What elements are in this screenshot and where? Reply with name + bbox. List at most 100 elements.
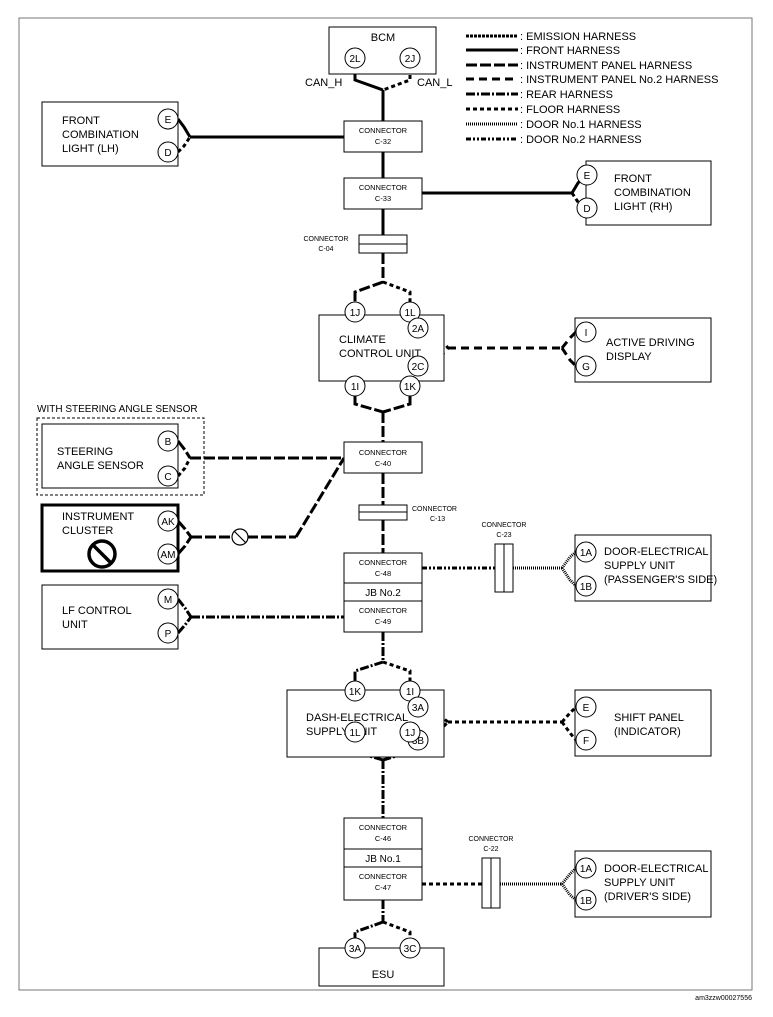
esu-pin-3a-label: 3A xyxy=(349,944,362,955)
climate-pin-1j-label: 1J xyxy=(350,308,361,319)
front-light-rh-pin-e xyxy=(576,164,598,186)
wire-climate-top-1j xyxy=(353,280,384,302)
connector-c33-code: C-33 xyxy=(375,194,391,203)
climate-line2: CONTROL UNIT xyxy=(339,348,421,360)
instrument-pin-am-label: AM xyxy=(161,550,176,561)
active-driving-pin-i xyxy=(575,321,597,343)
dash-esu-pin-1l-label: 1L xyxy=(349,728,361,739)
door-drv-line1: DOOR-ELECTRICAL xyxy=(604,863,709,875)
connector-c49 xyxy=(343,600,423,633)
legend-label-rear: : REAR HARNESS xyxy=(520,89,613,101)
legend-label-front: : FRONT HARNESS xyxy=(520,45,620,57)
door-pass-line3: (PASSENGER'S SIDE) xyxy=(604,574,717,586)
dash-esu-pin-1k-label: 1K xyxy=(349,687,362,698)
wires xyxy=(176,68,587,940)
connector-c13-code: C-13 xyxy=(430,516,445,523)
dash-esu-pin-1j-label: 1J xyxy=(405,728,416,739)
esu-box xyxy=(318,947,445,987)
wire-adisplay-g xyxy=(560,347,578,368)
wire-adisplay-i xyxy=(560,330,578,349)
shift-panel-pin-e-label: E xyxy=(583,703,590,714)
connector-c33-label: CONNECTOR xyxy=(359,183,408,192)
connector-c47-code: C-47 xyxy=(375,883,391,892)
dash-esu-line1: DASH-ELECTRICAL xyxy=(306,712,408,724)
front-light-rh-line1: FRONT xyxy=(614,173,652,185)
bcm-box xyxy=(328,26,437,75)
document-id: am3zzw00027556 xyxy=(695,995,752,1002)
connector-c33 xyxy=(343,177,423,210)
bcm-pin-2j xyxy=(399,47,421,69)
connector-c23-code: C-23 xyxy=(496,532,511,539)
legend-label-door2: : DOOR No.2 HARNESS xyxy=(520,134,642,146)
door-drv-line2: SUPPLY UNIT xyxy=(604,877,675,889)
dash-esu-pin-3a-label: 3A xyxy=(412,703,425,714)
bcm-label: BCM xyxy=(371,32,395,44)
door-pass-line2: SUPPLY UNIT xyxy=(604,560,675,572)
shift-panel-pin-e xyxy=(575,696,597,718)
front-light-lh-line1: FRONT xyxy=(62,115,100,127)
connector-c40-label: CONNECTOR xyxy=(359,448,408,457)
lf-control-pin-p xyxy=(157,622,179,644)
connector-c40-code: C-40 xyxy=(375,459,391,468)
front-light-lh-pin-e-label: E xyxy=(165,115,172,126)
lf-control-pin-m-label: M xyxy=(164,595,172,606)
climate-pin-1l-label: 1L xyxy=(404,308,416,319)
lf-control-line1: LF CONTROL xyxy=(62,605,132,617)
door-pass-line1: DOOR-ELECTRICAL xyxy=(604,546,709,558)
front-light-lh-line2: COMBINATION xyxy=(62,129,139,141)
legend xyxy=(466,34,518,141)
front-light-lh-pin-e xyxy=(157,108,179,130)
instrument-pin-am xyxy=(157,543,179,565)
front-light-rh-pin-e-label: E xyxy=(584,171,591,182)
esu-pin-3c xyxy=(399,937,421,959)
wire-dp-1a xyxy=(560,550,577,569)
wire-shift-f xyxy=(560,721,578,741)
connector-c22-label: CONNECTOR xyxy=(469,836,514,843)
shift-panel-box xyxy=(574,689,712,757)
wire-ic-c40 xyxy=(294,457,346,538)
wire-ic-ak xyxy=(176,520,193,538)
dash-esu-pin-1l xyxy=(344,721,366,743)
door-drv-pin-1a xyxy=(575,857,597,879)
wire-lh-e xyxy=(176,118,192,138)
wire-dp-1b xyxy=(560,567,578,588)
dash-esu-pin-3a xyxy=(407,696,429,718)
front-light-rh-box xyxy=(585,160,712,226)
climate-pin-1i xyxy=(344,375,366,397)
instrument-line2: CLUSTER xyxy=(62,525,113,537)
connector-c48 xyxy=(343,552,423,584)
climate-pin-1i-label: 1I xyxy=(351,382,359,393)
active-driving-box xyxy=(574,317,712,383)
legend-label-ip: : INSTRUMENT PANEL HARNESS xyxy=(520,60,692,72)
wire-dd-1a xyxy=(560,866,578,885)
bcm-pin-2l xyxy=(344,47,366,69)
door-pass-pin-1b xyxy=(575,575,597,597)
door-drv-line3: (DRIVER'S SIDE) xyxy=(604,891,691,903)
jb2-label: JB No.2 xyxy=(365,588,401,599)
wire-lf-m xyxy=(176,598,193,618)
lf-control-pin-m xyxy=(157,588,179,610)
connector-c32-code: C-32 xyxy=(375,137,391,146)
door-drv-pin-1b-label: 1B xyxy=(580,896,593,907)
legend-label-door1: : DOOR No.1 HARNESS xyxy=(520,119,642,131)
dash-esu-pin-1j xyxy=(399,721,421,743)
shift-panel-line2: (INDICATOR) xyxy=(614,726,681,738)
connector-c04-code: C-04 xyxy=(318,246,333,253)
steering-line1: STEERING xyxy=(57,446,113,458)
instrument-pin-ak-label: AK xyxy=(161,517,175,528)
connector-c04-label: CONNECTOR xyxy=(304,236,349,243)
wire-lh-d xyxy=(176,136,192,154)
connector-c46-label: CONNECTOR xyxy=(359,823,408,832)
front-light-lh-pin-d xyxy=(157,141,179,163)
legend-label-emission: : EMISSION HARNESS xyxy=(520,31,636,43)
connector-c46-code: C-46 xyxy=(375,834,391,843)
steering-pin-b-label: B xyxy=(165,437,172,448)
connector-c46 xyxy=(343,817,423,850)
connector-c49-label: CONNECTOR xyxy=(359,606,408,615)
wire-esu-3c xyxy=(382,920,412,940)
front-light-rh-pin-d-label: D xyxy=(583,204,590,215)
connector-c32 xyxy=(343,120,423,153)
lf-control-pin-p-label: P xyxy=(165,629,172,640)
connector-c13-label: CONNECTOR xyxy=(412,506,457,513)
instrument-line1: INSTRUMENT xyxy=(62,511,134,523)
